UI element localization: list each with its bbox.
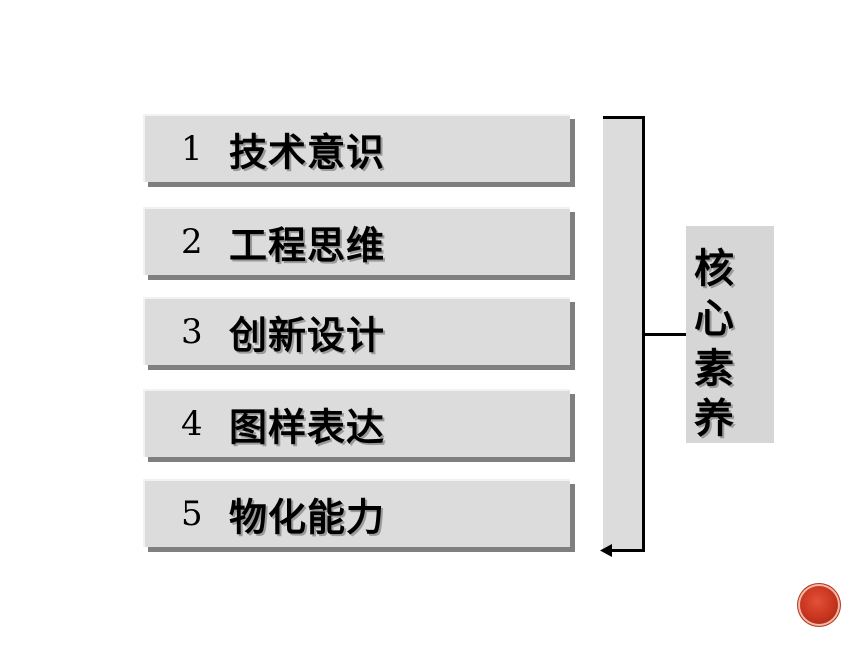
- item-3-number: 3: [181, 312, 203, 352]
- item-1: 1 技术意识: [143, 114, 570, 182]
- item-3-label: 创新设计: [229, 313, 386, 358]
- connector-line: [645, 333, 686, 336]
- item-1-number: 1: [181, 129, 203, 169]
- item-5: 5 物化能力: [143, 479, 570, 547]
- item-1-label: 技术意识: [229, 130, 386, 175]
- item-2-label: 工程思维: [229, 223, 386, 268]
- core-char-3: 素: [694, 346, 734, 392]
- core-char-2: 心: [694, 296, 734, 342]
- item-4: 4 图样表达: [143, 389, 570, 457]
- item-3: 3 创新设计: [143, 297, 570, 365]
- item-4-number: 4: [181, 404, 203, 444]
- core-literacy-box: 核 心 素 养: [686, 226, 774, 443]
- item-4-label: 图样表达: [229, 405, 386, 450]
- item-5-number: 5: [181, 494, 203, 534]
- core-char-4: 养: [694, 396, 734, 442]
- item-5-label: 物化能力: [229, 495, 386, 540]
- red-circle-badge[interactable]: [800, 586, 838, 624]
- bracket-vertical-line: [642, 116, 645, 552]
- bracket-background: [603, 116, 643, 551]
- core-char-1: 核: [694, 246, 734, 292]
- item-2-number: 2: [181, 222, 203, 262]
- item-2: 2 工程思维: [143, 207, 570, 275]
- bracket-top-line: [603, 116, 645, 119]
- bracket-bottom-line: [608, 549, 645, 552]
- bracket-arrowhead-icon: [600, 544, 612, 557]
